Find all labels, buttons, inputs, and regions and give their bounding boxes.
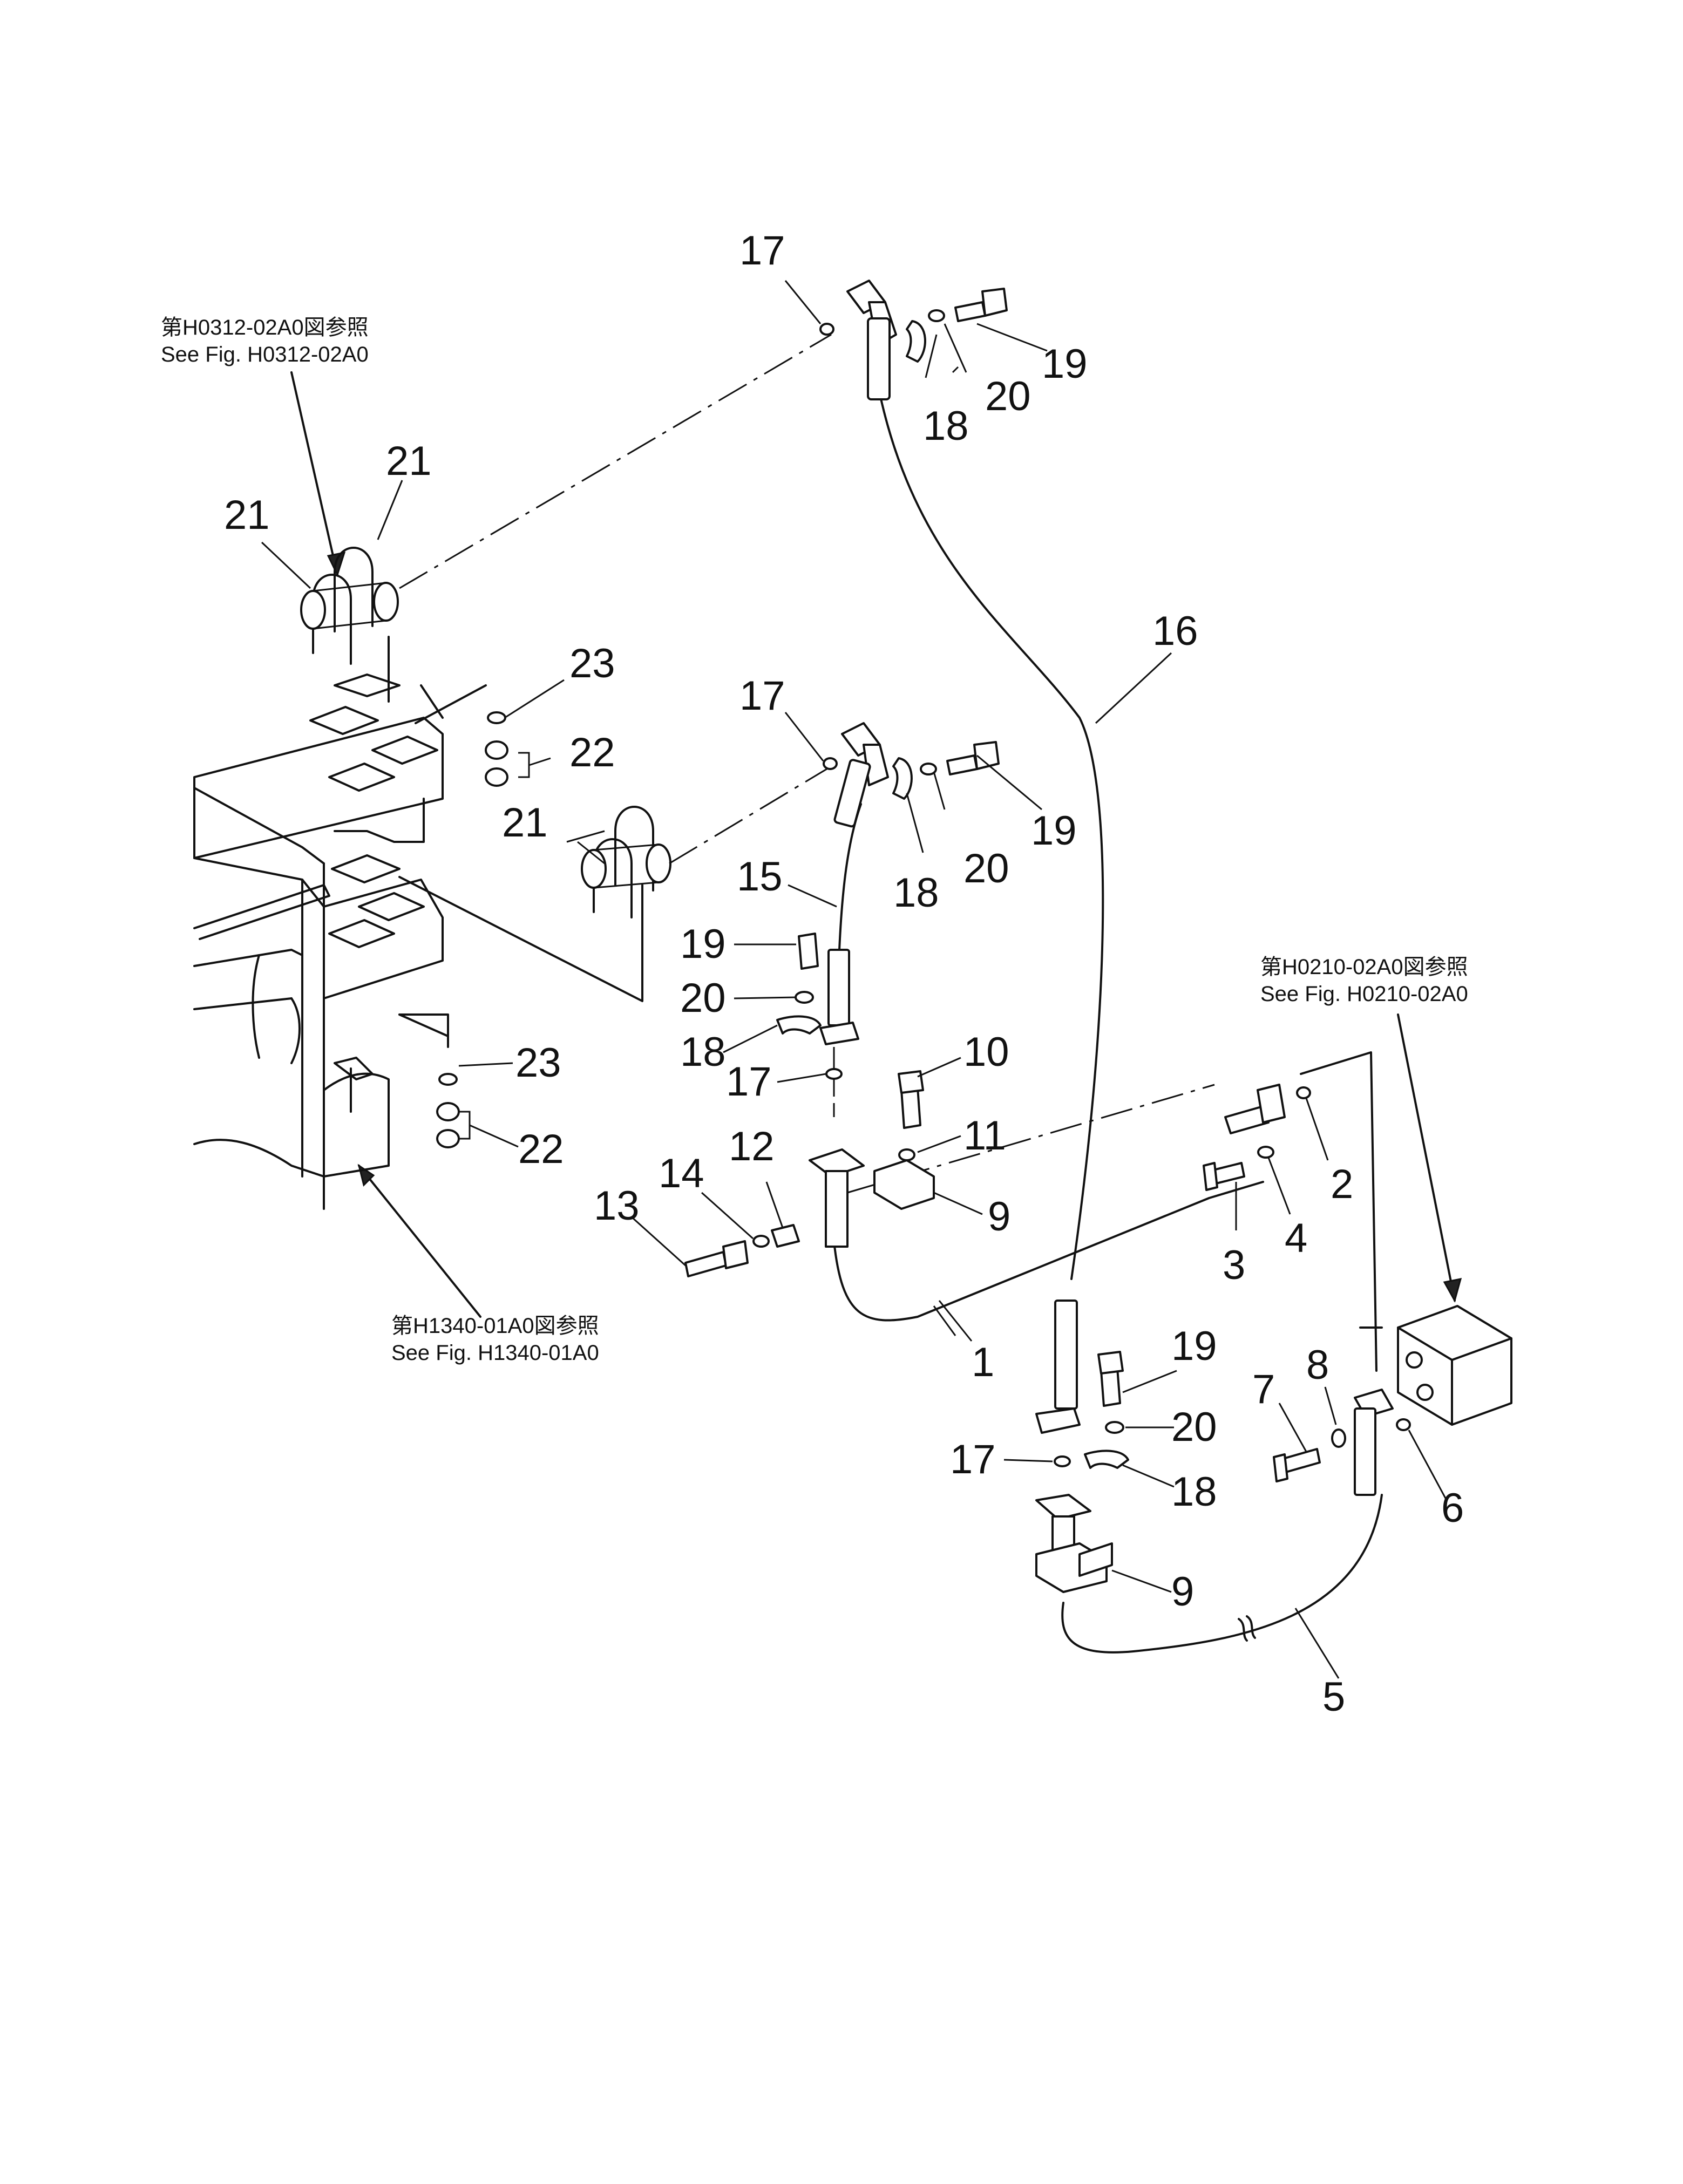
callout-17: 17 [739, 228, 785, 274]
callout-19: 19 [1171, 1323, 1217, 1369]
callout-21: 21 [502, 800, 548, 846]
callout-22: 22 [569, 730, 615, 775]
callout-18: 18 [680, 1029, 726, 1075]
hose-5 [1061, 1494, 1383, 1654]
callout-numbers: 17 19 20 18 21 21 16 23 22 17 21 19 20 1… [224, 228, 1464, 1720]
callout-9: 9 [1171, 1569, 1194, 1615]
callout-19: 19 [1042, 341, 1088, 387]
callout-16: 16 [1152, 608, 1198, 654]
reference-note-h0210: 第H0210-02A0図参照 See Fig. H0210-02A0 [1260, 955, 1468, 1006]
hose-1-to-valve [1300, 1051, 1377, 1372]
callout-17: 17 [739, 673, 785, 719]
reference-jp: 第H1340-01A0図参照 [391, 1314, 599, 1338]
valve-block [1397, 1305, 1512, 1426]
washers-nuts [436, 711, 508, 1148]
hose-1 [833, 1181, 1264, 1322]
callout-7: 7 [1252, 1366, 1275, 1412]
reference-note-h1340: 第H1340-01A0図参照 See Fig. H1340-01A0 [391, 1314, 599, 1365]
callout-9: 9 [988, 1194, 1010, 1240]
callout-19: 19 [680, 921, 726, 967]
block-9-lower [1035, 1299, 1129, 1593]
reference-jp: 第H0312-02A0図参照 [161, 316, 369, 339]
callout-18: 18 [923, 403, 969, 449]
reference-en: See Fig. H0210-02A0 [1260, 982, 1468, 1006]
hose-16 [879, 393, 1104, 1280]
hose-break-mark [1238, 1615, 1256, 1642]
callout-11: 11 [963, 1113, 1006, 1159]
callout-23: 23 [515, 1040, 561, 1086]
reference-jp: 第H0210-02A0図参照 [1260, 955, 1468, 979]
callout-18: 18 [893, 870, 939, 916]
clamp-blocks-top [309, 673, 438, 792]
flange-lower-right [1273, 1326, 1411, 1496]
callout-19: 19 [1031, 808, 1077, 854]
callout-23: 23 [569, 641, 615, 686]
callout-leaders [261, 280, 1448, 1679]
callout-20: 20 [680, 975, 726, 1021]
machine-frame [193, 684, 449, 1210]
leader-line [398, 1013, 449, 1037]
flange-upper-right [1203, 1084, 1311, 1191]
callout-12: 12 [729, 1124, 775, 1169]
callout-8: 8 [1306, 1342, 1329, 1388]
callout-4: 4 [1285, 1215, 1307, 1261]
reference-en: See Fig. H1340-01A0 [391, 1341, 599, 1365]
callout-21: 21 [386, 438, 432, 484]
block-9-upper [684, 1070, 935, 1277]
callout-21: 21 [224, 492, 270, 538]
callout-14: 14 [659, 1151, 704, 1196]
callout-20: 20 [985, 373, 1031, 419]
callout-5: 5 [1322, 1674, 1345, 1720]
clamp-blocks-middle [328, 854, 425, 948]
u-bolt-clamp-lower [581, 806, 671, 918]
callout-17: 17 [726, 1059, 772, 1105]
fitting-top [819, 280, 1008, 400]
callout-2: 2 [1331, 1161, 1353, 1207]
callout-20: 20 [1171, 1404, 1217, 1450]
leader-line [415, 684, 487, 724]
u-bolt-clamp-upper [300, 547, 399, 665]
callout-15: 15 [737, 854, 783, 900]
fitting-hose15-bottom [776, 933, 859, 1080]
callout-3: 3 [1223, 1242, 1245, 1288]
callout-6: 6 [1441, 1485, 1464, 1531]
callout-1: 1 [972, 1339, 994, 1385]
callout-22: 22 [518, 1126, 564, 1172]
leader-line [398, 876, 643, 1002]
callout-13: 13 [594, 1183, 640, 1229]
callout-17: 17 [950, 1437, 996, 1482]
fitting-middle [823, 722, 1000, 828]
callout-20: 20 [963, 846, 1009, 892]
callout-18: 18 [1171, 1469, 1217, 1515]
callout-10: 10 [963, 1029, 1009, 1075]
reference-note-h0312: 第H0312-02A0図参照 See Fig. H0312-02A0 [161, 316, 369, 366]
reference-en: See Fig. H0312-02A0 [161, 343, 369, 366]
